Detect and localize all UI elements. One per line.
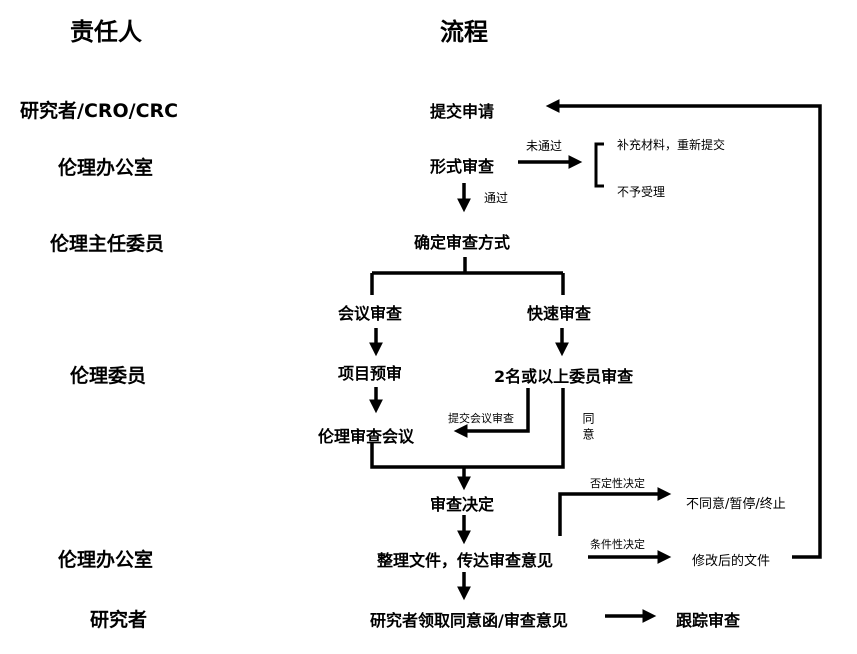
label-passed: 通过 (484, 191, 509, 205)
label-submit-meeting: 提交会议审查 (448, 412, 514, 425)
node-ethics-meeting: 伦理审查会议 (318, 427, 415, 446)
merge-left (370, 388, 565, 469)
node-fast-review: 快速审查 (527, 304, 592, 323)
label-agree: 同意 (581, 412, 595, 444)
node-meeting-review: 会议审查 (338, 304, 403, 323)
node-two-members-review: 2名或以上委员审查 (494, 367, 634, 386)
node-formal-review: 形式审查 (430, 157, 495, 176)
node-review-decision: 审查决定 (430, 495, 495, 514)
role-ethics-member: 伦理委员 (70, 365, 147, 387)
node-determine-method: 确定审查方式 (414, 233, 511, 252)
role-researcher-cro-crc: 研究者/CRO/CRC (20, 100, 179, 122)
label-conditional-decision: 条件性决定 (590, 538, 645, 551)
role-ethics-office-2: 伦理办公室 (58, 549, 154, 571)
node-supplement: 补充材料，重新提交 (617, 138, 726, 152)
header-responsible: 责任人 (70, 18, 142, 46)
node-follow-up: 跟踪审查 (676, 611, 741, 630)
node-not-accepted: 不予受理 (617, 185, 666, 199)
node-project-prereview: 项目预审 (338, 364, 403, 383)
node-organize-docs: 整理文件，传达审查意见 (377, 551, 554, 570)
label-negative-decision: 否定性决定 (590, 477, 645, 490)
node-receive-letter: 研究者领取同意函/审查意见 (370, 611, 568, 630)
node-disagree: 不同意/暂停/终止 (686, 497, 786, 512)
node-submit: 提交申请 (430, 102, 495, 121)
bracket-rejection-options (594, 142, 604, 188)
label-not-passed: 未通过 (526, 139, 563, 153)
arrow-members-to-meeting (453, 388, 530, 438)
role-ethics-chair: 伦理主任委员 (50, 233, 165, 255)
arrow-negative-decision (558, 487, 672, 536)
arrow-feedback-loop (545, 99, 822, 559)
header-process: 流程 (440, 18, 488, 46)
node-modified-docs: 修改后的文件 (692, 554, 771, 569)
role-ethics-office: 伦理办公室 (58, 157, 154, 179)
role-researcher: 研究者 (90, 609, 148, 631)
